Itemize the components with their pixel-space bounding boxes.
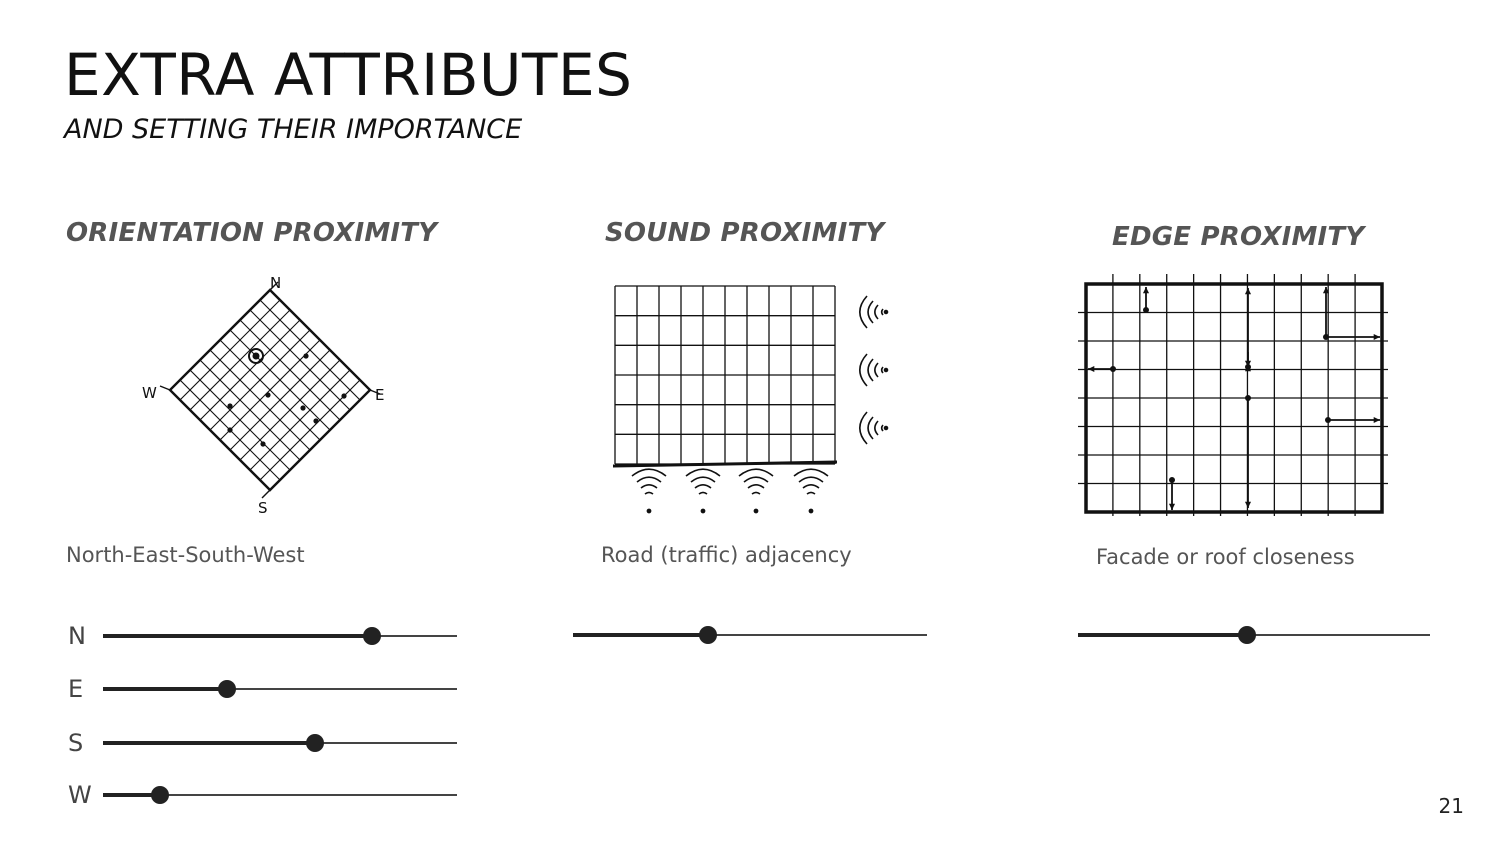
slider-thumb[interactable]	[150, 786, 169, 804]
slider-thumb[interactable]	[698, 626, 717, 644]
south-slider[interactable]	[103, 731, 457, 755]
compass-south-label: S	[258, 499, 268, 517]
edge-grid-diagram	[1078, 274, 1388, 516]
slider-thumb[interactable]	[1237, 626, 1256, 644]
slider-label-n: N	[68, 622, 86, 650]
target-marker-icon	[248, 348, 264, 364]
sound-caption: Road (traffic) adjacency	[601, 543, 852, 567]
slider-thumb[interactable]	[306, 734, 325, 752]
west-slider[interactable]	[103, 783, 457, 807]
sound-slider[interactable]	[573, 623, 927, 647]
east-slider[interactable]	[103, 677, 457, 701]
edge-slider[interactable]	[1078, 623, 1430, 647]
sound-title: SOUND PROXIMITY	[605, 218, 885, 248]
edge-caption: Facade or roof closeness	[1096, 545, 1355, 569]
page-subtitle: AND SETTING THEIR IMPORTANCE	[64, 114, 523, 145]
compass-east-label: E	[375, 386, 384, 404]
page-number: 21	[1438, 794, 1464, 818]
slider-thumb[interactable]	[363, 627, 382, 645]
compass-north-label: N	[270, 274, 281, 292]
compass-west-label: W	[142, 384, 157, 402]
slider-label-w: W	[68, 781, 92, 809]
slider-thumb[interactable]	[217, 680, 236, 698]
orientation-title: ORIENTATION PROXIMITY	[66, 218, 438, 248]
slider-label-e: E	[68, 675, 84, 703]
orientation-caption: North-East-South-West	[66, 543, 305, 567]
north-slider[interactable]	[103, 624, 457, 648]
slider-label-s: S	[68, 729, 84, 757]
sound-grid-diagram	[612, 285, 889, 514]
page-title: EXTRA ATTRIBUTES	[64, 41, 633, 109]
orientation-compass-diagram: N E S W	[142, 274, 384, 517]
edge-title: EDGE PROXIMITY	[1112, 222, 1365, 252]
